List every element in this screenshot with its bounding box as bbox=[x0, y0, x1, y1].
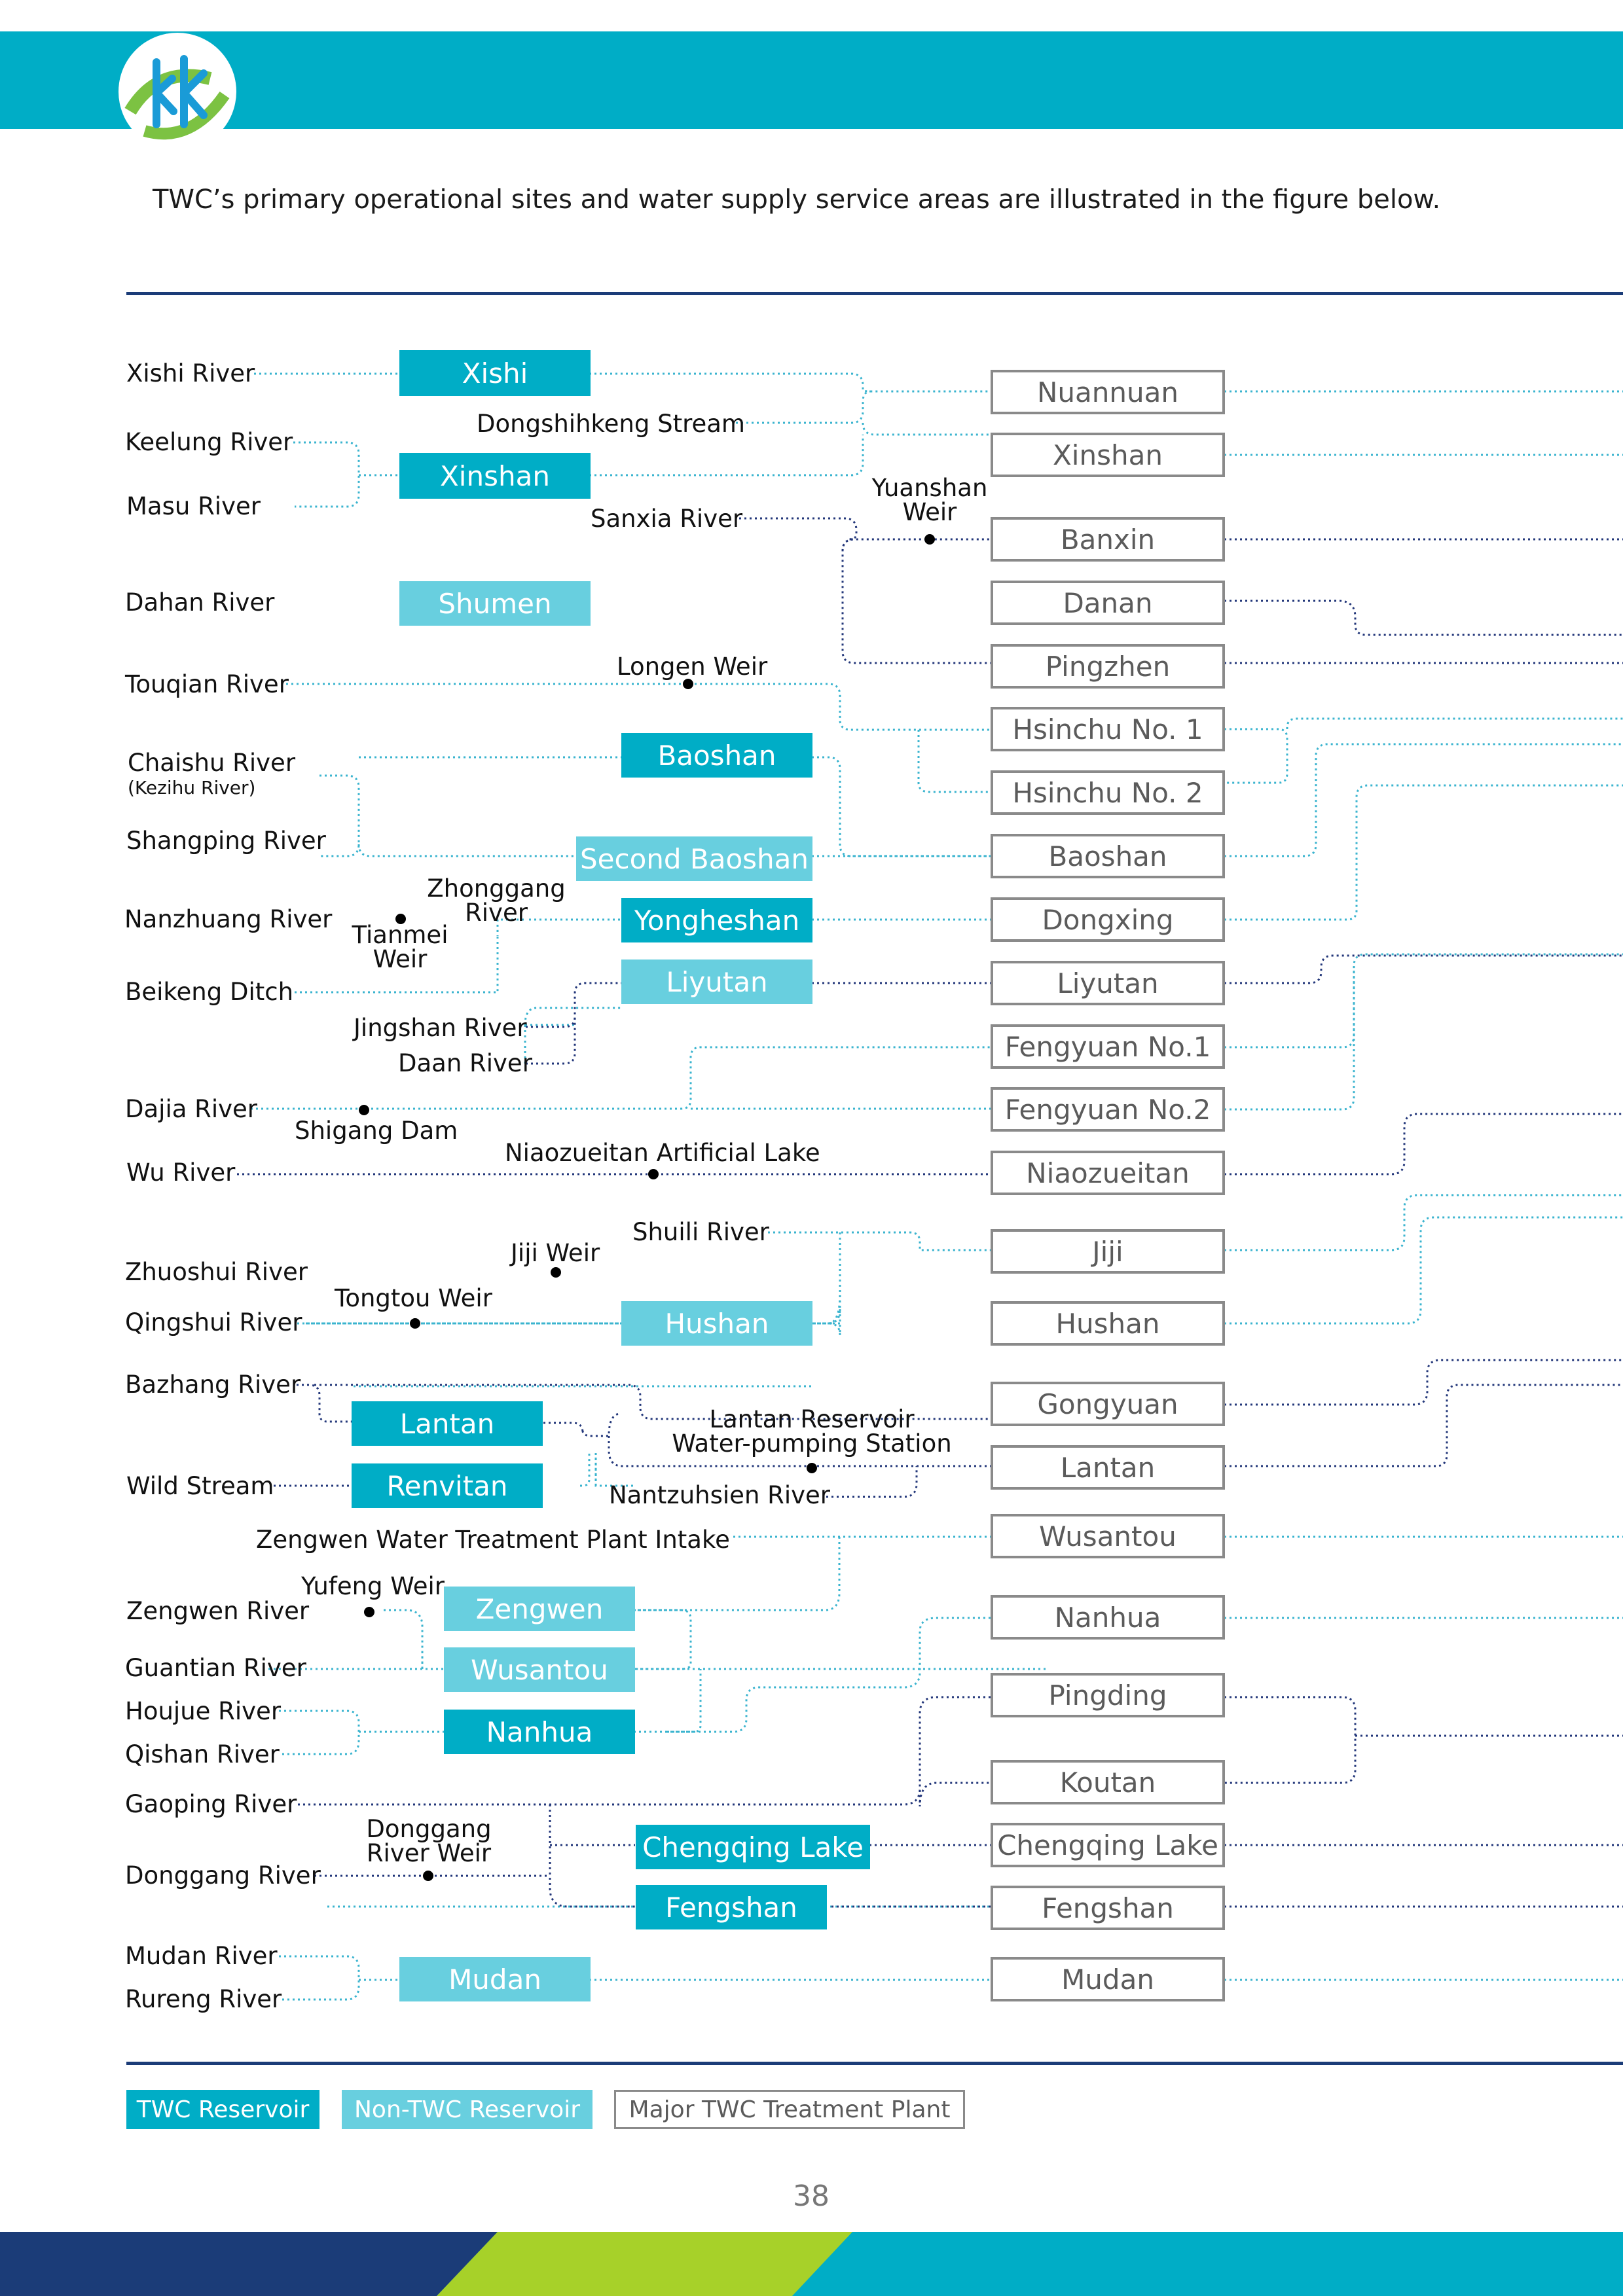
reservoir-zengwen: Zengwen bbox=[444, 1587, 635, 1631]
site-donggang-weir: Donggang River Weir bbox=[366, 1815, 492, 1867]
twc-logo-mark bbox=[124, 55, 230, 140]
reservoir-xinshan: Xinshan bbox=[399, 453, 591, 499]
plant-wusantou: Wusantou bbox=[991, 1514, 1225, 1558]
river-dongshihkeng: Dongshihkeng Stream bbox=[477, 410, 745, 438]
river-shangping: Shangping River bbox=[126, 827, 326, 855]
site-lantan-station: Lantan Reservoir Water-pumping Station bbox=[672, 1405, 952, 1458]
river-daan: Daan River bbox=[398, 1049, 532, 1077]
site-zengwen-intake: Zengwen Water Treatment Plant Intake bbox=[256, 1526, 730, 1554]
legend-treatment-plant: Major TWC Treatment Plant bbox=[614, 2090, 965, 2129]
river-mudan: Mudan River bbox=[125, 1942, 278, 1970]
river-dahan: Dahan River bbox=[125, 588, 275, 617]
plant-baoshan: Baoshan bbox=[991, 834, 1225, 878]
reservoir-nanhua: Nanhua bbox=[444, 1710, 635, 1754]
reservoir-baoshan: Baoshan bbox=[621, 733, 812, 778]
river-kezihu: (Kezihu River) bbox=[128, 777, 256, 798]
river-zhuoshui: Zhuoshui River bbox=[125, 1258, 308, 1286]
reservoir-wusantou: Wusantou bbox=[444, 1647, 635, 1692]
river-dajia: Dajia River bbox=[125, 1095, 258, 1123]
top-divider bbox=[126, 292, 1623, 295]
bottom-divider bbox=[126, 2062, 1623, 2065]
plant-banxin: Banxin bbox=[991, 517, 1225, 562]
twc-logo bbox=[119, 33, 236, 151]
river-zhonggang: Zhonggang River bbox=[427, 874, 566, 927]
reservoir-second-baoshan: Second Baoshan bbox=[576, 836, 812, 881]
river-masu: Masu River bbox=[126, 492, 261, 520]
river-houjue: Houjue River bbox=[125, 1697, 282, 1725]
plant-pingzhen: Pingzhen bbox=[991, 644, 1225, 689]
plant-nuannuan: Nuannuan bbox=[991, 370, 1225, 414]
reservoir-renvitan: Renvitan bbox=[352, 1463, 543, 1508]
river-guantian: Guantian River bbox=[125, 1654, 306, 1682]
reservoir-fengshan: Fengshan bbox=[636, 1885, 827, 1929]
reservoir-xishi: Xishi bbox=[399, 350, 591, 396]
plant-dongxing: Dongxing bbox=[991, 897, 1225, 942]
plant-hsinchu-no1: Hsinchu No. 1 bbox=[991, 707, 1225, 751]
plant-mudan: Mudan bbox=[991, 1957, 1225, 2001]
plant-liyutan: Liyutan bbox=[991, 961, 1225, 1005]
river-shuili: Shuili River bbox=[632, 1218, 769, 1246]
footer-navy bbox=[0, 2232, 498, 2296]
plant-niaozueitan: Niaozueitan bbox=[991, 1151, 1225, 1195]
site-jiji-weir: Jiji Weir bbox=[511, 1239, 600, 1267]
plant-fengyuan-no2: Fengyuan No.2 bbox=[991, 1087, 1225, 1132]
river-donggang: Donggang River bbox=[125, 1861, 321, 1890]
river-xishi: Xishi River bbox=[126, 359, 255, 387]
river-wu: Wu River bbox=[126, 1158, 236, 1187]
legend-twc-reservoir: TWC Reservoir bbox=[126, 2090, 319, 2129]
header-band bbox=[0, 31, 1623, 129]
page-number: 38 bbox=[793, 2179, 830, 2213]
plant-gongyuan: Gongyuan bbox=[991, 1382, 1225, 1426]
plant-hushan: Hushan bbox=[991, 1301, 1225, 1346]
site-yufeng-weir: Yufeng Weir bbox=[301, 1572, 445, 1600]
river-keelung: Keelung River bbox=[125, 428, 293, 456]
plant-lantan: Lantan bbox=[991, 1445, 1225, 1490]
plant-fengshan: Fengshan bbox=[991, 1886, 1225, 1930]
plant-chengqing-lake: Chengqing Lake bbox=[991, 1823, 1225, 1867]
site-tongtou-weir: Tongtou Weir bbox=[335, 1284, 492, 1312]
reservoir-chengqing-lake: Chengqing Lake bbox=[636, 1825, 870, 1869]
river-wild: Wild Stream bbox=[126, 1472, 274, 1500]
plant-koutan: Koutan bbox=[991, 1760, 1225, 1804]
reservoir-shumen: Shumen bbox=[399, 581, 591, 626]
river-nantzuhsien: Nantzuhsien River bbox=[609, 1481, 831, 1509]
river-beikeng: Beikeng Ditch bbox=[125, 978, 294, 1006]
site-tianmei-weir: Tianmei Weir bbox=[352, 921, 448, 973]
reservoir-lantan: Lantan bbox=[352, 1401, 543, 1446]
river-touqian: Touqian River bbox=[125, 670, 289, 698]
river-qishan: Qishan River bbox=[125, 1740, 280, 1768]
site-longen-weir: Longen Weir bbox=[617, 653, 768, 681]
reservoir-mudan: Mudan bbox=[399, 1957, 591, 2001]
legend-non-twc-reservoir: Non-TWC Reservoir bbox=[342, 2090, 593, 2129]
river-gaoping: Gaoping River bbox=[125, 1790, 297, 1818]
reservoir-yongheshan: Yongheshan bbox=[621, 898, 812, 942]
reservoir-liyutan: Liyutan bbox=[621, 960, 812, 1004]
river-zengwen: Zengwen River bbox=[126, 1597, 310, 1625]
site-niaozueitan-lake: Niaozueitan Artificial Lake bbox=[505, 1139, 820, 1167]
plant-nanhua: Nanhua bbox=[991, 1595, 1225, 1640]
footer-green bbox=[437, 2232, 852, 2296]
reservoir-hushan: Hushan bbox=[621, 1301, 812, 1346]
river-nanzhuang: Nanzhuang River bbox=[124, 905, 333, 933]
plant-xinshan: Xinshan bbox=[991, 433, 1225, 477]
plant-fengyuan-no1: Fengyuan No.1 bbox=[991, 1024, 1225, 1069]
plant-jiji: Jiji bbox=[991, 1229, 1225, 1274]
river-jingshan: Jingshan River bbox=[354, 1014, 527, 1042]
river-rureng: Rureng River bbox=[125, 1985, 282, 2013]
river-qingshui: Qingshui River bbox=[125, 1308, 302, 1336]
plant-danan: Danan bbox=[991, 581, 1225, 625]
intro-text: TWC’s primary operational sites and wate… bbox=[153, 185, 1441, 215]
site-shigang-dam: Shigang Dam bbox=[295, 1117, 458, 1145]
river-bazhang: Bazhang River bbox=[125, 1371, 301, 1399]
river-sanxia: Sanxia River bbox=[591, 505, 743, 533]
plant-hsinchu-no2: Hsinchu No. 2 bbox=[991, 770, 1225, 815]
plant-pingding: Pingding bbox=[991, 1673, 1225, 1717]
river-chaishu: Chaishu River bbox=[128, 749, 296, 777]
site-yuanshan-weir: Yuanshan Weir bbox=[871, 474, 988, 526]
